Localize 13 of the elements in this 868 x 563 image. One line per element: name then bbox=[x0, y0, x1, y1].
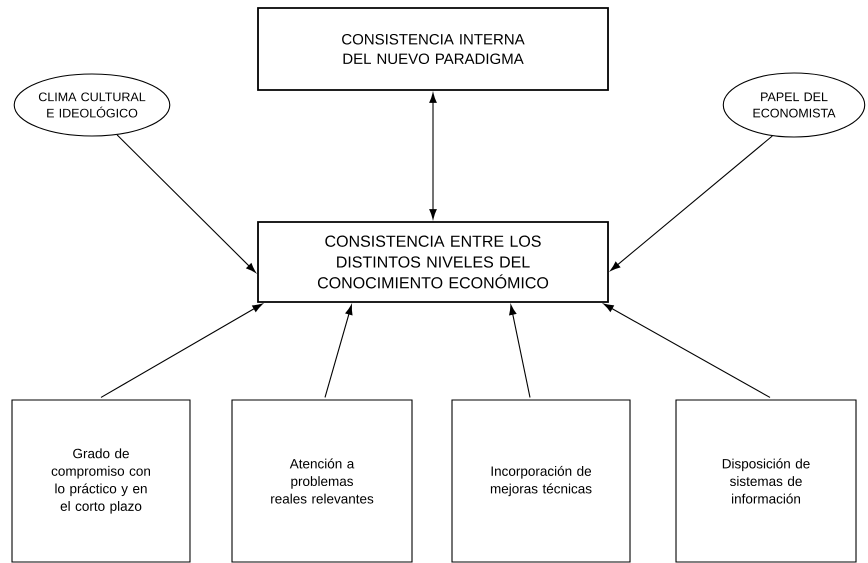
factor-box: Grado de compromiso con lo práctico y en el corto plazo bbox=[11, 399, 191, 563]
factor-box: Atención a problemas reales relevantes bbox=[231, 399, 413, 563]
arrow bbox=[324, 304, 352, 398]
arrow bbox=[604, 304, 770, 398]
arrow bbox=[429, 92, 437, 220]
arrow bbox=[116, 134, 256, 273]
concept-box: CONSISTENCIA ENTRE LOS DISTINTOS NIVELES DEL CONOCIMIENTO ECONÓMICO bbox=[257, 221, 609, 303]
arrow bbox=[509, 304, 531, 398]
concept-box: CONSISTENCIA INTERNA DEL NUEVO PARADIGMA bbox=[257, 7, 609, 91]
factor-box: Disposición de sistemas de información bbox=[675, 399, 857, 563]
arrow bbox=[610, 136, 773, 271]
arrow bbox=[100, 304, 262, 398]
factor-box: Incorporación de mejoras técnicas bbox=[451, 399, 631, 563]
